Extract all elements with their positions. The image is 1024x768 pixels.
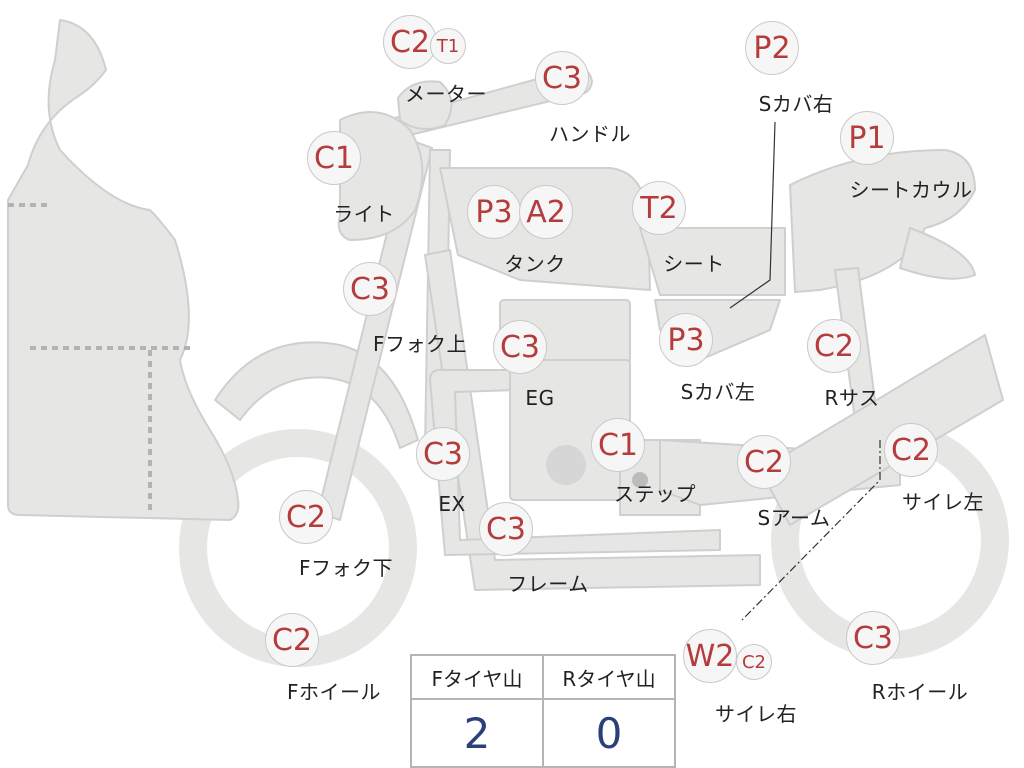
exhaust-label: EX	[438, 492, 466, 516]
meter-grade-badge: C2	[383, 15, 437, 69]
rear-tire-header: Rタイヤ山	[542, 654, 676, 700]
fairing-shape	[7, 19, 240, 521]
light-grade-badge: C1	[307, 131, 361, 185]
leader-line-muffler-right	[741, 440, 881, 621]
muffler-right-extra-badge: C2	[736, 644, 772, 680]
meter-extra-badge: T1	[430, 28, 466, 64]
front-wheel-label: Fホイール	[286, 680, 382, 704]
front-tire-value: 2	[410, 698, 544, 768]
muffler-left-label: サイレ左	[902, 490, 984, 514]
seat-grade-badge: T2	[632, 181, 686, 235]
rear-suspension-label: Rサス	[824, 386, 880, 410]
side-cover-left-label: Sカバ左	[680, 380, 756, 404]
tank-grade-badge: P3	[467, 185, 521, 239]
headlight-shape	[337, 111, 424, 241]
tank-extra-badge: A2	[519, 185, 573, 239]
seat-cowl-grade-badge: P1	[840, 111, 894, 165]
meter-label: メーター	[405, 82, 487, 106]
seat-label: シート	[663, 252, 725, 276]
tire-tread-table: Fタイヤ山 Rタイヤ山 2 0	[410, 654, 676, 768]
side-cover-right-grade-badge: P2	[745, 21, 799, 75]
muffler-shape	[759, 334, 1004, 526]
fork-upper-label: Fフォク上	[372, 332, 468, 356]
muffler-right-label: サイレ右	[715, 702, 797, 726]
step-grade-badge: C1	[591, 418, 645, 472]
frame-shape	[424, 249, 761, 591]
seat-cowl-label: シートカウル	[849, 178, 973, 202]
engine-label: EG	[525, 386, 555, 410]
frame-grade-badge: C3	[479, 502, 533, 556]
exhaust-grade-badge: C3	[416, 427, 470, 481]
step-label: ステップ	[614, 482, 696, 506]
fork-lower-label: Fフォク下	[298, 556, 394, 580]
swing-arm-grade-badge: C2	[737, 435, 791, 489]
leader-line-side-cover-right	[729, 121, 776, 309]
frame-label: フレーム	[507, 572, 589, 596]
tank-label: タンク	[504, 252, 566, 276]
rear-tire-value: 0	[542, 698, 676, 768]
swing-arm-label: Sアーム	[757, 506, 831, 530]
fork-upper-grade-badge: C3	[343, 262, 397, 316]
muffler-right-grade-badge: W2	[683, 629, 737, 683]
meter-shape	[397, 80, 453, 130]
handle-grade-badge: C3	[535, 51, 589, 105]
rear-wheel-grade-badge: C3	[846, 611, 900, 665]
side-cover-right-label: Sカバ右	[758, 92, 834, 116]
front-fork-shape	[317, 139, 433, 521]
light-label: ライト	[333, 202, 395, 226]
rear-wheel-label: Rホイール	[871, 680, 969, 704]
front-wheel-grade-badge: C2	[265, 613, 319, 667]
engine-grade-badge: C3	[493, 320, 547, 374]
seat-shape	[639, 227, 786, 296]
rear-suspension-grade-badge: C2	[807, 319, 861, 373]
front-tire-header: Fタイヤ山	[410, 654, 544, 700]
muffler-left-grade-badge: C2	[884, 423, 938, 477]
handle-label: ハンドル	[549, 122, 631, 146]
side-cover-left-grade-badge: P3	[659, 313, 713, 367]
fork-lower-grade-badge: C2	[279, 490, 333, 544]
